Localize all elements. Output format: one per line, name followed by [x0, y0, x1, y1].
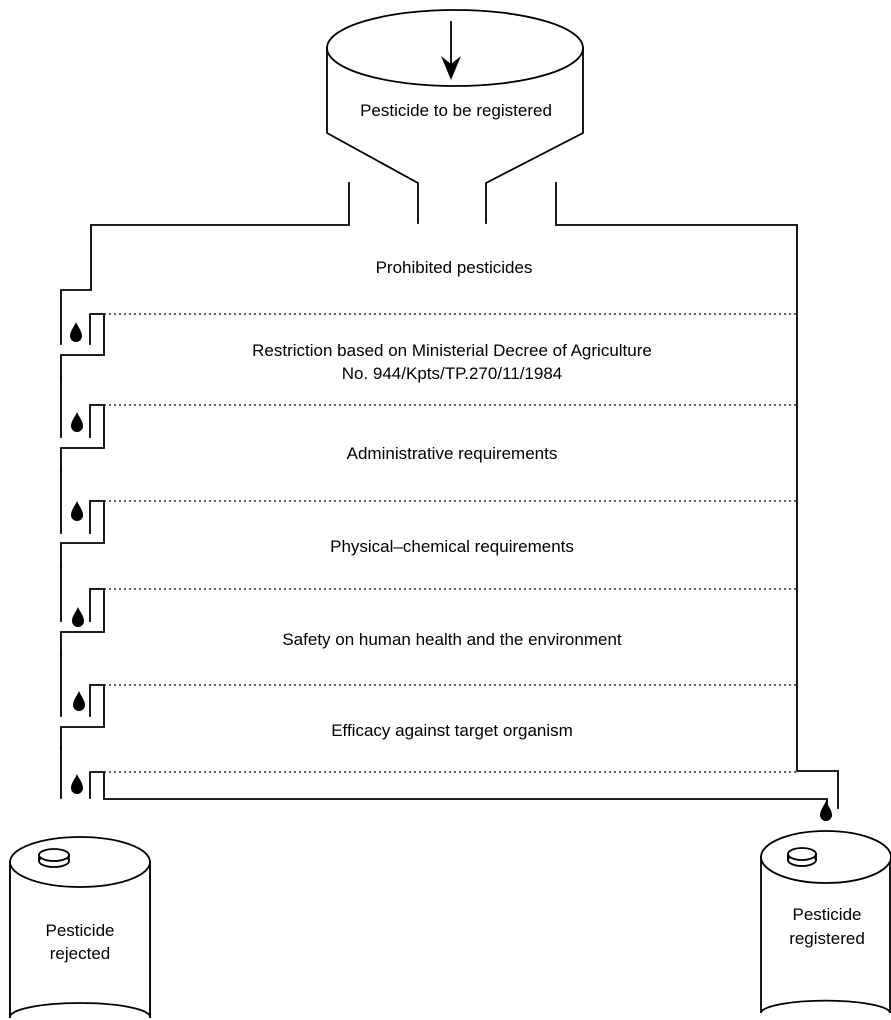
stage-label-efficacy: Efficacy against target organism	[331, 721, 573, 740]
funnel-body	[326, 47, 584, 224]
funnel: Pesticide to be registered	[326, 9, 584, 224]
reject-outlet-4	[60, 588, 105, 655]
drop-icon	[70, 322, 82, 342]
rejected-canister: Pesticide rejected	[9, 836, 151, 1020]
stage-label-safety: Safety on human health and the environme…	[282, 630, 622, 649]
stage-labels: Prohibited pesticides Restriction based …	[252, 258, 652, 740]
drop-icon	[71, 412, 83, 432]
drop-icon	[71, 774, 83, 794]
rejected-label-line1: Pesticide	[46, 921, 115, 940]
left-wall	[60, 182, 350, 799]
stage-label-prohibited: Prohibited pesticides	[376, 258, 533, 277]
reject-outlet-6	[71, 771, 828, 809]
stage-separators	[104, 313, 797, 773]
reject-outlet-2	[60, 404, 105, 471]
stage-label-administrative: Administrative requirements	[347, 444, 558, 463]
reject-outlet-5	[60, 684, 105, 749]
funnel-rim	[326, 9, 584, 87]
reject-outlet-1	[60, 313, 105, 379]
canister-cap	[38, 848, 70, 868]
stage-label-physical-chemical: Physical–chemical requirements	[330, 537, 574, 556]
drop-icon	[72, 607, 84, 627]
down-arrow-icon	[441, 21, 461, 80]
registered-canister: Pesticide registered	[759, 830, 891, 1020]
registered-label-line1: Pesticide	[793, 905, 862, 924]
registered-label-line2: registered	[789, 929, 865, 948]
drop-icon	[71, 501, 83, 521]
reject-outlet-3	[60, 500, 105, 567]
funnel-label: Pesticide to be registered	[360, 101, 552, 120]
drop-icon	[73, 691, 85, 711]
canister-cap	[787, 847, 817, 867]
stage-label-restriction: Restriction based on Ministerial Decree …	[252, 341, 652, 360]
stage-label-restriction-decree: No. 944/Kpts/TP.270/11/1984	[342, 364, 563, 383]
rejected-label-line2: rejected	[50, 944, 110, 963]
reject-outlets	[60, 313, 832, 821]
drop-icon	[820, 801, 832, 821]
right-wall	[555, 182, 839, 809]
